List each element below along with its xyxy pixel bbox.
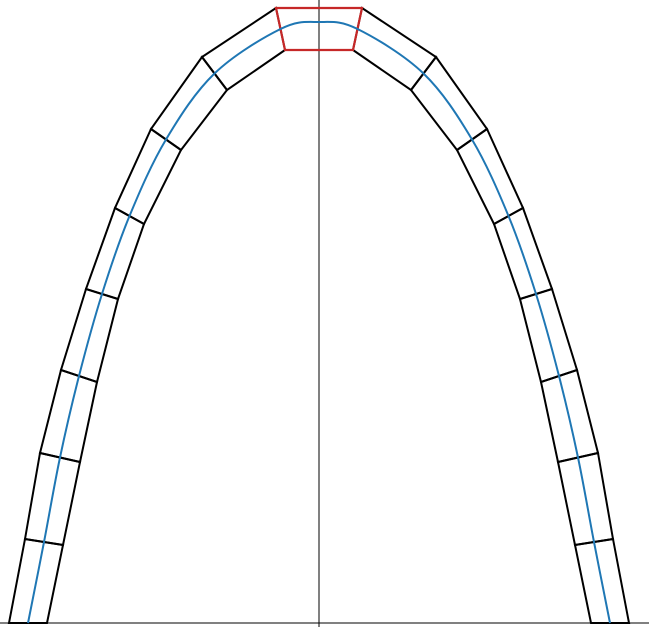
keystone (274, 6, 364, 52)
voussoir-right (573, 537, 631, 624)
voussoir-left (7, 537, 65, 624)
voussoirs-right (351, 6, 631, 624)
thrust-line (27, 20, 611, 624)
voussoirs-left (7, 6, 287, 624)
voussoir-left (113, 127, 183, 226)
voussoir-right (455, 127, 525, 226)
voussoir-left (200, 6, 287, 92)
voussoir-right (351, 6, 438, 92)
